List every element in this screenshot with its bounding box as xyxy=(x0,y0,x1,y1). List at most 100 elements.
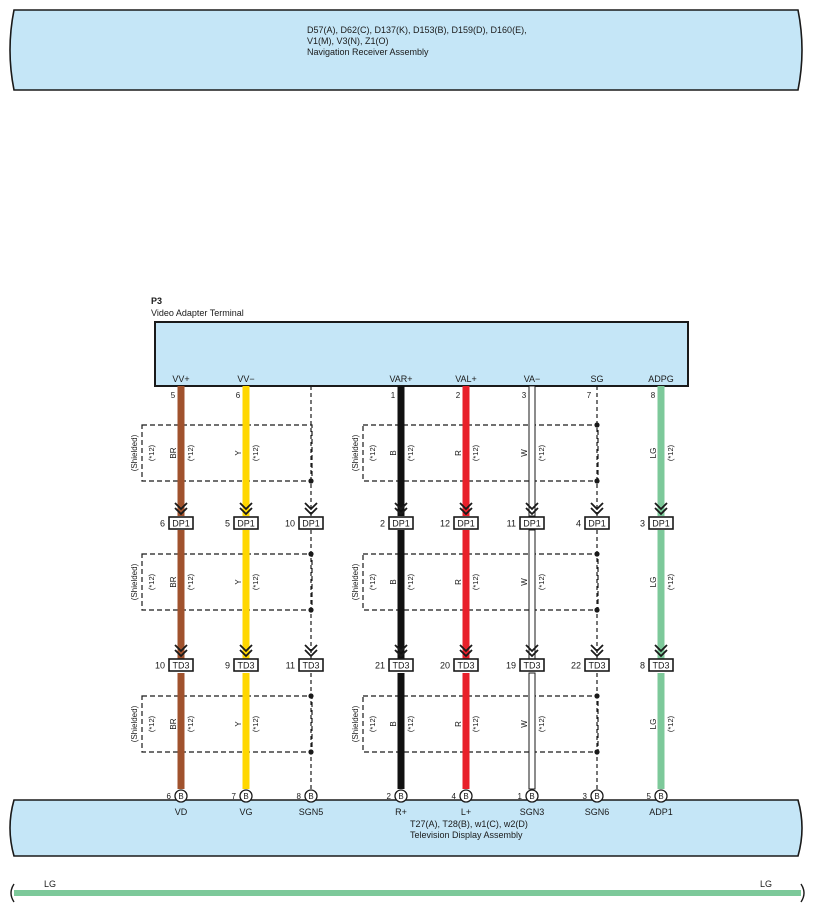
terminal-pin-number: 8 xyxy=(651,391,656,400)
junction-dot xyxy=(594,607,600,613)
wire-color-code: BR xyxy=(169,576,178,587)
connector-chevron xyxy=(590,507,604,516)
terminal-pin-label: VV− xyxy=(237,374,254,384)
wire-color-code: Y xyxy=(234,579,243,585)
connector-chevron xyxy=(654,649,668,658)
dp1-pin-number: 10 xyxy=(285,519,295,529)
connector-chevron xyxy=(590,649,604,658)
bottom-pin-number: 3 xyxy=(583,792,588,801)
dp1-pin-number: 2 xyxy=(380,519,385,529)
junction-dot xyxy=(308,478,314,484)
shield-note: (*12) xyxy=(147,715,156,732)
connector-chevron xyxy=(394,507,408,516)
wire-note: (*12) xyxy=(251,444,260,461)
wire-note: (*12) xyxy=(471,444,480,461)
td3-connector-label: TD3 xyxy=(392,661,409,671)
dp1-pin-number: 6 xyxy=(160,519,165,529)
shield-note: (*12) xyxy=(147,444,156,461)
td3-pin-number: 20 xyxy=(440,661,450,671)
connector-chevron xyxy=(174,644,188,653)
shield-box xyxy=(362,695,599,753)
bottom-connector-circle xyxy=(304,789,318,803)
shield-box xyxy=(141,695,313,753)
dp1-pin-number: 4 xyxy=(576,519,581,529)
bottom-pin-number: 8 xyxy=(297,792,302,801)
wire-break-left xyxy=(10,883,15,903)
connector-chevron xyxy=(525,649,539,658)
wire-color-code: LG xyxy=(649,448,658,459)
dp1-connector-box xyxy=(519,516,545,530)
bottom-connector-circle xyxy=(394,789,408,803)
connector-chevron xyxy=(239,502,253,511)
wire-segment xyxy=(528,385,536,517)
junction-dot xyxy=(594,551,600,557)
bottom-pin-number: 6 xyxy=(167,792,172,801)
dp1-connector-box xyxy=(388,516,414,530)
connector-chevron xyxy=(654,507,668,516)
wire-color-code: LG xyxy=(649,719,658,730)
wire-color-code: Y xyxy=(234,721,243,727)
bottom-pin-number: 2 xyxy=(387,792,392,801)
dp1-connector-box xyxy=(298,516,324,530)
connector-chevron xyxy=(239,507,253,516)
shielded-label: (Shielded) xyxy=(351,705,360,742)
terminal-pin-number: 6 xyxy=(236,391,241,400)
wire-color-code: R xyxy=(454,450,463,456)
wire-note: (*12) xyxy=(406,573,415,590)
shield-box xyxy=(141,424,313,482)
wire-note: (*12) xyxy=(537,444,546,461)
bottom-assembly-connectors: T27(A), T28(B), w1(C), w2(D) xyxy=(410,819,528,829)
dp1-connector-box xyxy=(233,516,259,530)
td3-connector-box xyxy=(388,658,414,672)
top-assembly-connectors-2: V1(M), V3(N), Z1(O) xyxy=(307,36,389,46)
terminal-pin-number: 1 xyxy=(391,391,396,400)
wire-note: (*12) xyxy=(537,715,546,732)
td3-connector-label: TD3 xyxy=(523,661,540,671)
connector-chevron xyxy=(304,507,318,516)
shield-note: (*12) xyxy=(368,573,377,590)
td3-connector-box xyxy=(519,658,545,672)
wire-note: (*12) xyxy=(186,444,195,461)
td3-pin-number: 9 xyxy=(225,661,230,671)
td3-connector-label: TD3 xyxy=(652,661,669,671)
terminal-pin-label: SG xyxy=(590,374,603,384)
connector-chevron xyxy=(590,502,604,511)
shield-note: (*12) xyxy=(147,573,156,590)
junction-dot xyxy=(308,607,314,613)
shield-box xyxy=(362,553,599,611)
dp1-connector-box xyxy=(648,516,674,530)
dp1-connector-label: DP1 xyxy=(302,519,320,529)
terminal-pin-label: ADPG xyxy=(648,374,674,384)
connector-chevron xyxy=(304,649,318,658)
terminal-name: Video Adapter Terminal xyxy=(151,308,244,318)
connector-chevron xyxy=(459,502,473,511)
td3-connector-label: TD3 xyxy=(237,661,254,671)
junction-dot xyxy=(594,749,600,755)
connector-chevron xyxy=(394,502,408,511)
dp1-connector-label: DP1 xyxy=(523,519,541,529)
terminal-pin-number: 2 xyxy=(456,391,461,400)
wire-note: (*12) xyxy=(666,573,675,590)
wire-color-code: B xyxy=(389,579,398,584)
connector-chevron xyxy=(654,502,668,511)
bottom-connector-letter: B xyxy=(178,792,183,801)
top-assembly: D57(A), D62(C), D137(K), D153(B), D159(D… xyxy=(9,9,803,91)
connector-chevron xyxy=(239,644,253,653)
wire-note: (*12) xyxy=(406,715,415,732)
connector-chevron xyxy=(459,644,473,653)
bottom-pin-label: R+ xyxy=(395,807,407,817)
wire-color-code: W xyxy=(520,578,529,586)
bottom-pin-number: 1 xyxy=(518,792,523,801)
connector-chevron xyxy=(394,644,408,653)
connector-chevron xyxy=(525,507,539,516)
wire-note: (*12) xyxy=(251,573,260,590)
wire-color-code: W xyxy=(520,720,529,728)
td3-pin-number: 22 xyxy=(571,661,581,671)
wire-color-code: B xyxy=(389,721,398,726)
bottom-connector-circle xyxy=(459,789,473,803)
